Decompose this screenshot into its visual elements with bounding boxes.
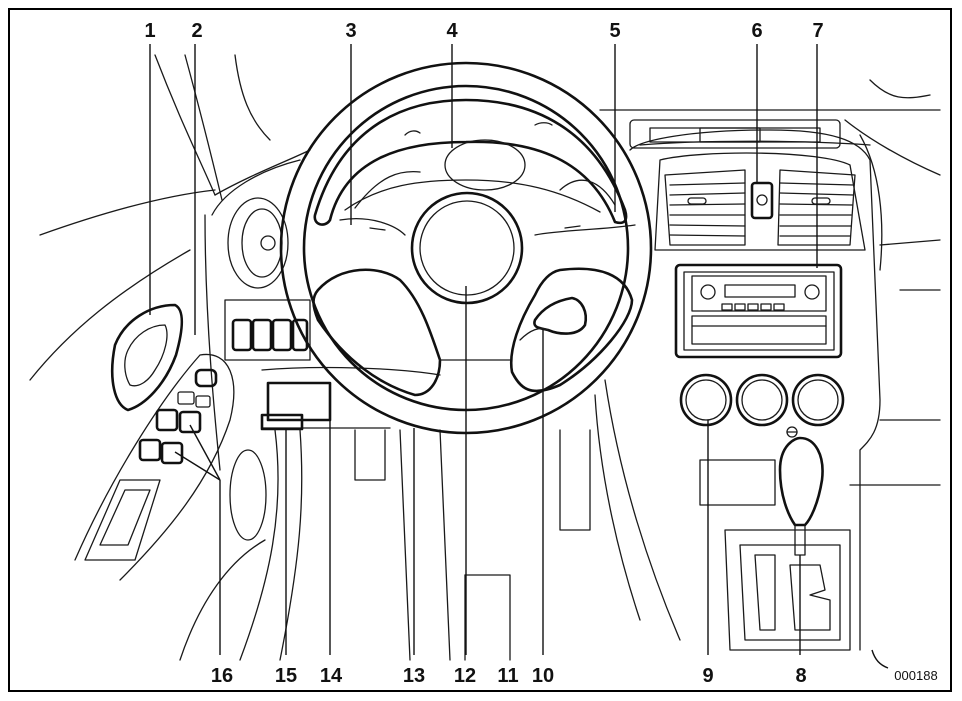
- left-switch-panel: [179, 299, 441, 661]
- callout-8: 8: [795, 665, 806, 687]
- callout-1: 1: [144, 20, 155, 42]
- gear-lever: [778, 426, 824, 556]
- callout-13: 13: [403, 665, 425, 687]
- callout-10: 10: [532, 665, 554, 687]
- center-console: [629, 119, 881, 651]
- callout-2: 2: [191, 20, 202, 42]
- callout-7: 7: [812, 20, 823, 42]
- callout-9: 9: [702, 665, 713, 687]
- callout-labels: 1 2 3 4 5 6 7 8 9 10 11 12 13 14 15 16 0…: [144, 20, 937, 687]
- callout-3: 3: [345, 20, 356, 42]
- callout-15: 15: [275, 665, 297, 687]
- steering-column: [399, 379, 681, 661]
- door-panel: [74, 303, 267, 581]
- left-air-vent: [227, 197, 289, 289]
- leader-lines: [149, 44, 889, 669]
- callout-16: 16: [211, 665, 233, 687]
- callout-11: 11: [497, 665, 518, 687]
- reference-code: 000188: [894, 668, 937, 683]
- callout-6: 6: [751, 20, 762, 42]
- callout-4: 4: [446, 20, 458, 42]
- callout-5: 5: [609, 20, 620, 42]
- callout-12: 12: [454, 665, 476, 687]
- callout-14: 14: [320, 665, 343, 687]
